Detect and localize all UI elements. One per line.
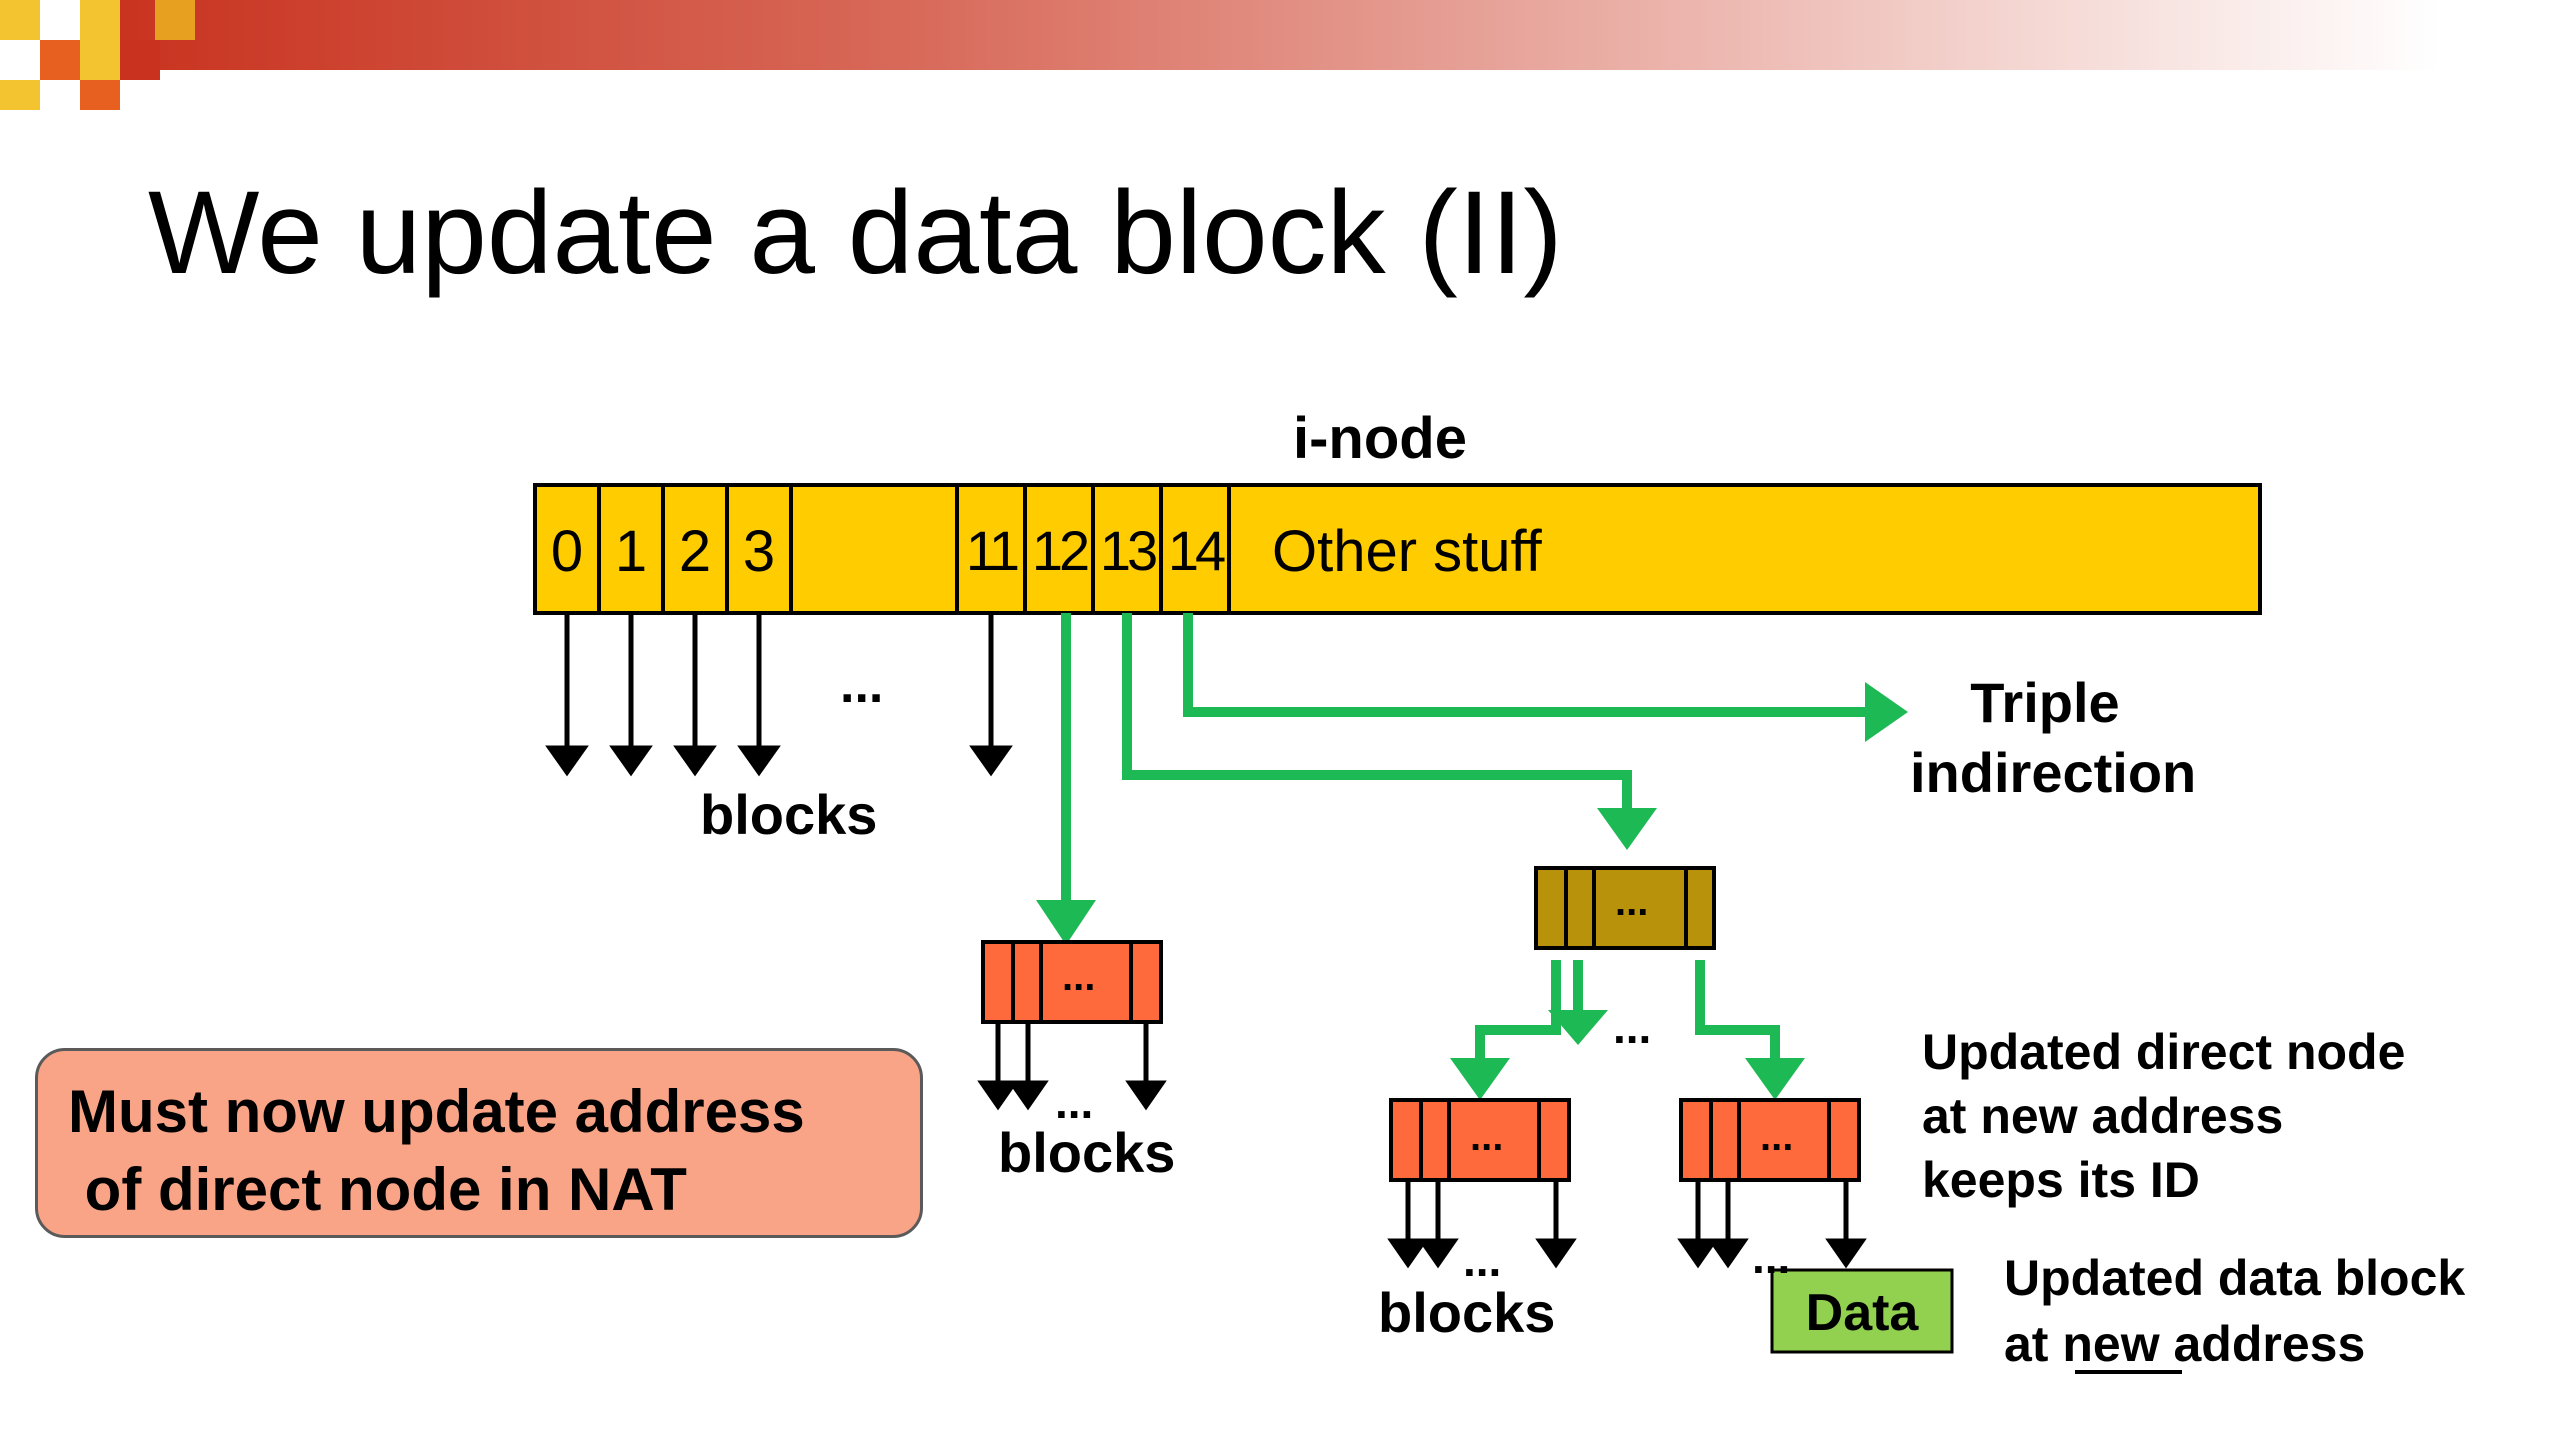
- inode-gap: [789, 483, 959, 615]
- corner-logo-squares: [0, 0, 195, 110]
- updated-node-line-1: Updated direct node: [1922, 1024, 2406, 1080]
- triple-line-2: indirection: [1910, 741, 2197, 804]
- direct-node-updated: [1679, 1098, 1861, 1182]
- slide-title: We update a data block (II): [148, 167, 1563, 299]
- direct-node-single-arrows: [977, 1022, 1167, 1111]
- updated-data-line-1: Updated data block: [2004, 1250, 2466, 1306]
- green-arrowheads: [1036, 682, 1908, 1100]
- direct-pointers-ellipsis: ...: [840, 656, 884, 714]
- direct-block-arrows: [545, 613, 1013, 777]
- direct-node-left: [1389, 1098, 1571, 1182]
- node-left-inner-ellipsis: ...: [1470, 1115, 1504, 1159]
- indirect-node: [1534, 866, 1716, 950]
- direct-node-single: [981, 940, 1163, 1024]
- updated-data-block-note: Updated data block at new address: [2004, 1245, 2465, 1377]
- triple-indirection-label: Triple indirection: [1910, 668, 2197, 808]
- blocks-label-direct: blocks: [700, 783, 878, 846]
- inode-cell-label-1: 1: [614, 519, 648, 584]
- updated-data-prefix: at: [2004, 1316, 2063, 1372]
- callout-line-1: Must now update address: [68, 1078, 805, 1145]
- inode-cell-label-13: 13: [1099, 519, 1158, 582]
- node-updated-inner-ellipsis: ...: [1760, 1115, 1794, 1159]
- updated-data-line-2: at new address: [2004, 1311, 2465, 1377]
- updated-direct-node-note: Updated direct node at new address keeps…: [1922, 1020, 2405, 1212]
- header-gradient-bar: [100, 0, 2440, 70]
- updated-node-line-3: keeps its ID: [1922, 1152, 2200, 1208]
- indirect-node-ellipsis: ...: [1615, 880, 1649, 924]
- inode-cell-12: [1023, 483, 1095, 615]
- direct-node-updated-arrows: [1677, 1180, 1867, 1269]
- green-pointer-arrows: [1061, 613, 1870, 1065]
- blocks-label-double: blocks: [1378, 1281, 1556, 1344]
- inode-cell-14: [1159, 483, 1231, 615]
- updated-node-line-2: at new address: [1922, 1088, 2284, 1144]
- nat-update-callout: Must now update address of direct node i…: [35, 1048, 923, 1238]
- single-node-ellipsis: ...: [1062, 955, 1096, 999]
- inode-bar: [533, 483, 2262, 615]
- inode-cell-label-14: 14: [1167, 519, 1226, 582]
- callout-line-2: of direct node in NAT: [68, 1156, 687, 1223]
- updated-data-new: new: [2062, 1316, 2160, 1372]
- inode-cell-3: [725, 483, 793, 615]
- direct-node-left-arrows: [1387, 1180, 1577, 1269]
- data-block-label: Data: [1805, 1284, 1919, 1342]
- indirect-children-ellipsis: ...: [1613, 1001, 1652, 1053]
- inode-cell-label-12: 12: [1031, 519, 1090, 582]
- data-block: [1770, 1268, 1954, 1354]
- blocks-label-single: blocks: [998, 1121, 1176, 1184]
- single-node-blocks-ellipsis: ...: [1055, 1076, 1094, 1128]
- triple-line-1: Triple: [1970, 671, 2120, 734]
- left-node-blocks-ellipsis: ...: [1463, 1234, 1502, 1286]
- inode-cell-label-11: 11: [965, 519, 1020, 582]
- updated-node-blocks-ellipsis: ...: [1752, 1231, 1791, 1283]
- inode-label: i-node: [1293, 406, 1467, 471]
- inode-cell-label-2: 2: [678, 519, 712, 584]
- inode-cell-label-0: 0: [550, 519, 584, 584]
- inode-cell-label-3: 3: [742, 519, 776, 584]
- updated-data-suffix: address: [2159, 1316, 2366, 1372]
- inode-other-stuff-label: Other stuff: [1272, 519, 1542, 584]
